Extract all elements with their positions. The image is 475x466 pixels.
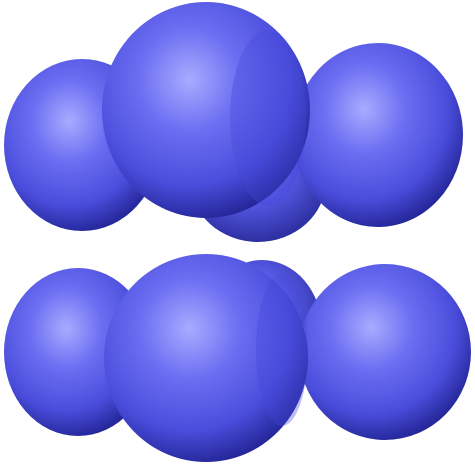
sphere-top-right [293,43,463,227]
bottom-row [4,254,471,462]
sphere-top-center [102,2,310,218]
sphere-bottom-right [299,264,471,440]
top-row [4,2,463,242]
sphere-bottom-center [104,254,308,462]
sphere-top-center-edge [230,30,306,206]
sphere-bottom-center-edge [256,274,308,426]
